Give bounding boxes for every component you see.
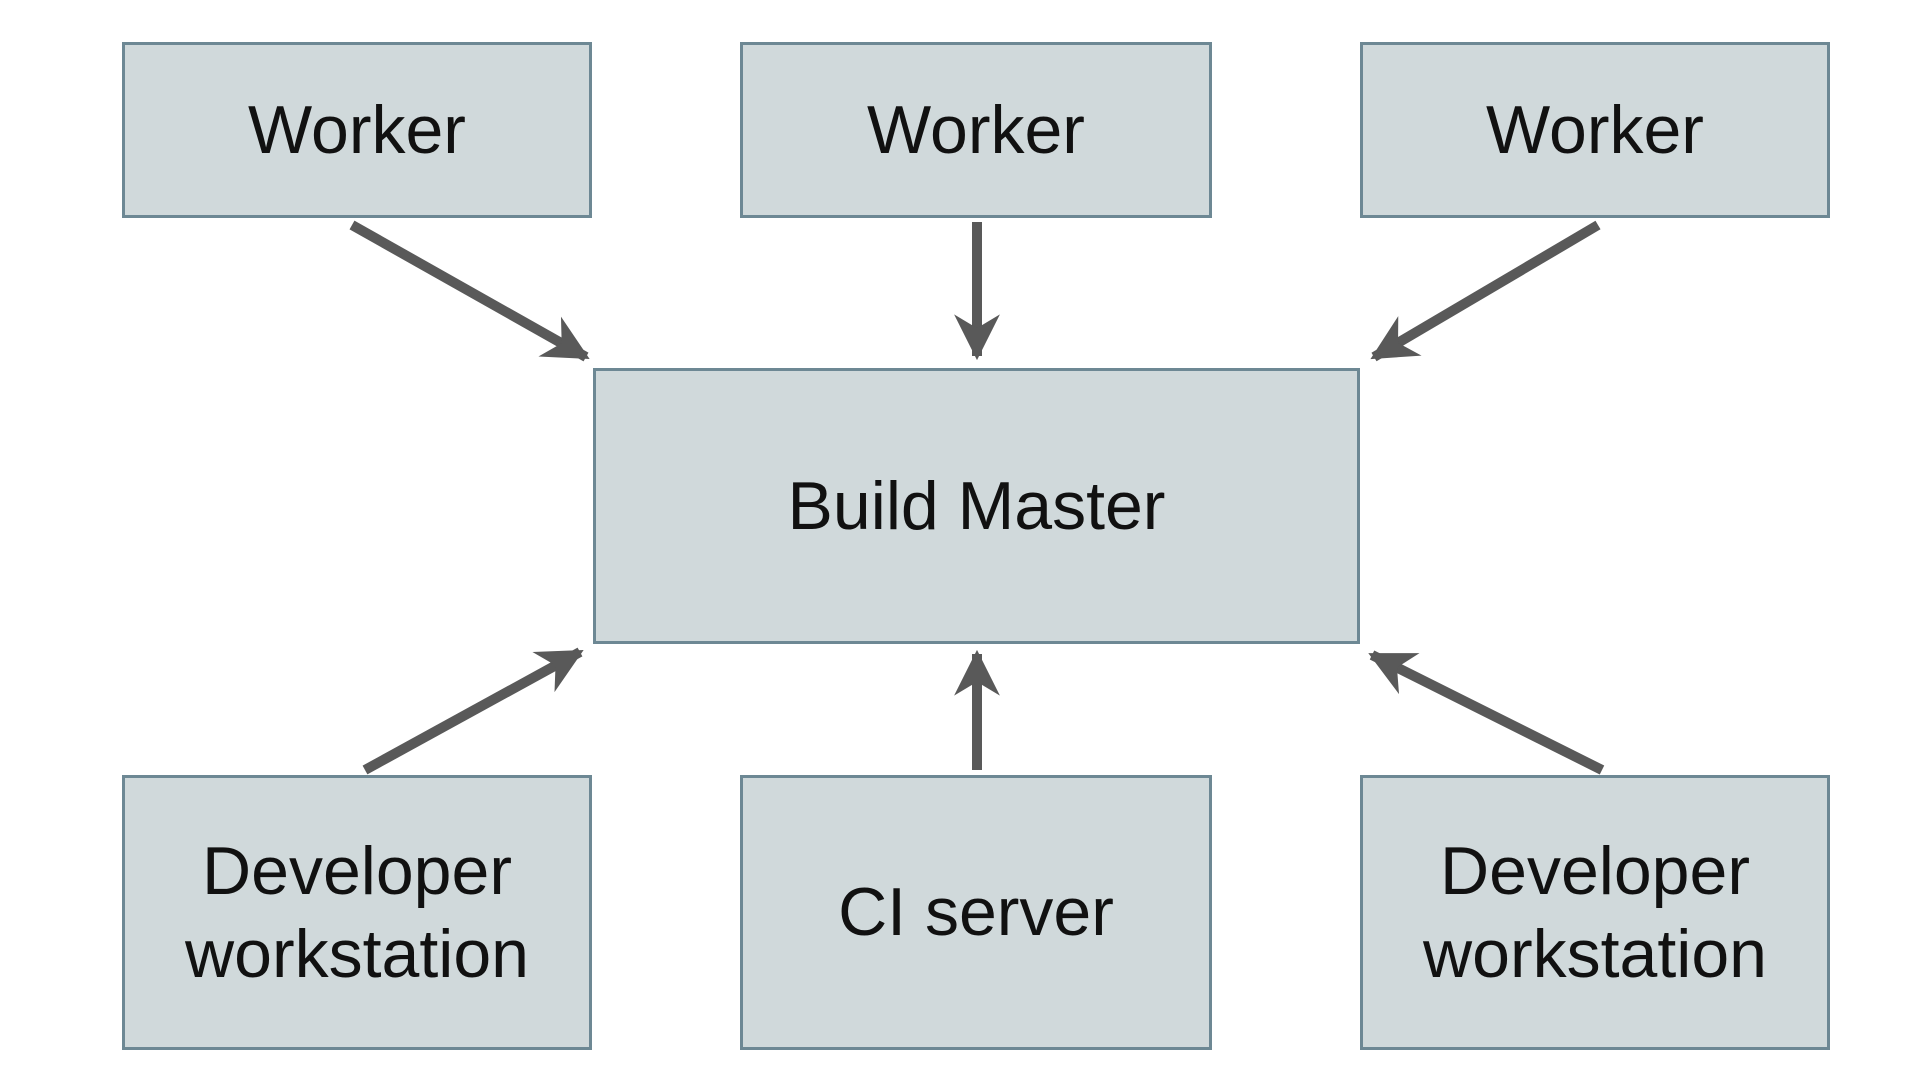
arrow-worker-right-to-build-master bbox=[1370, 220, 1601, 362]
node-ci-server: CI server bbox=[740, 775, 1212, 1050]
node-worker-right: Worker bbox=[1360, 42, 1830, 218]
node-developer-workstation-left: Developer workstation bbox=[122, 775, 592, 1050]
arrow-worker-left-to-build-master bbox=[349, 220, 590, 362]
node-worker-left: Worker bbox=[122, 42, 592, 218]
node-developer-workstation-left-label: Developer workstation bbox=[185, 832, 529, 992]
node-developer-workstation-right-label: Developer workstation bbox=[1423, 832, 1767, 992]
node-developer-workstation-right: Developer workstation bbox=[1360, 775, 1830, 1050]
node-worker-left-label: Worker bbox=[248, 91, 466, 168]
arrow-dev-workstation-left-to-build-master bbox=[362, 647, 584, 775]
node-ci-server-label: CI server bbox=[838, 874, 1114, 951]
node-worker-middle-label: Worker bbox=[867, 91, 1085, 168]
node-worker-right-label: Worker bbox=[1486, 91, 1704, 168]
node-worker-middle: Worker bbox=[740, 42, 1212, 218]
node-build-master: Build Master bbox=[593, 368, 1360, 644]
node-build-master-label: Build Master bbox=[787, 467, 1166, 544]
arrow-dev-workstation-right-to-build-master bbox=[1368, 650, 1605, 775]
